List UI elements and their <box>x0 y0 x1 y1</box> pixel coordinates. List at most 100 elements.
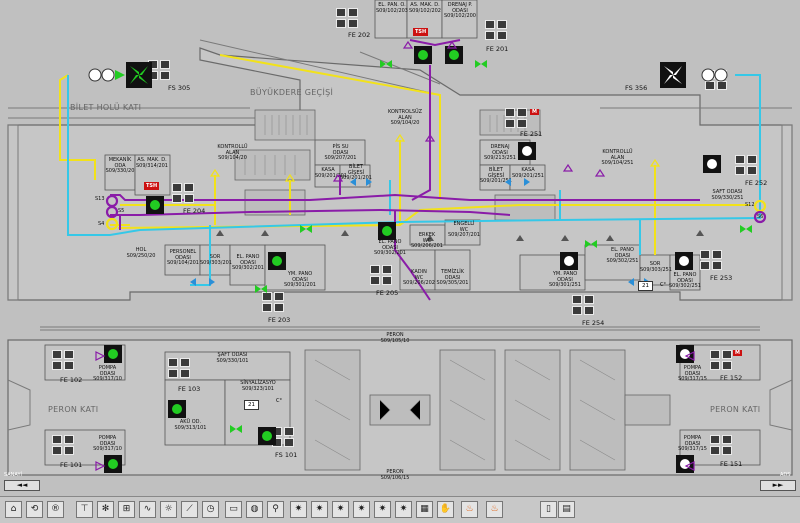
sensor-group-fe253[interactable] <box>700 250 724 272</box>
room-pompa-lb: POMPA ODASI S09/317/10 <box>93 435 122 452</box>
room-saft-left: ŞAFT ODASI S09/330/101 <box>216 352 249 364</box>
pump-icon[interactable]: ◍ <box>246 501 263 518</box>
room-drenaj-mid: DRENAJ ODASI S09/213/251 <box>484 144 516 161</box>
room-bilet-gisesi-left: BİLET GİŞESİ S09/201/201 <box>340 164 372 181</box>
fe-204-label: FE 204 <box>183 207 206 215</box>
sensor-group-fe252[interactable] <box>735 155 759 177</box>
escalator-icon[interactable]: ⟋ <box>181 501 198 518</box>
fan-b-icon[interactable]: ✷ <box>311 501 328 518</box>
bottom-toolbar: ⌂⟲®⊤✻⊞∿☼⟋◷▭◍⚲✷✷✷✷✷✷▦✋♨♨▯▤ <box>0 496 800 523</box>
room-peron-top: PERON S09/105/10 <box>380 332 410 344</box>
sensor-group-fe203[interactable] <box>262 292 286 314</box>
fe-201-label: FE 201 <box>486 45 509 53</box>
fs-356-label: FS 356 <box>625 84 648 92</box>
report-icon[interactable]: ▤ <box>558 501 575 518</box>
room-bilet-gisesi-right: BİLET GİŞESİ S09/201/251 <box>480 167 512 184</box>
room-temizlik: TEMİZLİK ODASI S09/305/201 <box>436 269 469 286</box>
room-kadin-wc: KADIN WC S09/206/202 <box>403 269 435 286</box>
fe-152-label: FE 152 <box>720 374 743 382</box>
sensor-group-fs356[interactable] <box>705 70 729 92</box>
temperature-readout-bottom: 21 <box>244 400 259 410</box>
reset-icon[interactable]: ⟲ <box>26 501 43 518</box>
room-kasa-right: KASA S09/201/251 <box>512 167 544 179</box>
peron-kati-left-label: PERON KATI <box>48 405 99 414</box>
room-kontrolsuz: KONTROLSÜZ ALAN S09/104/20 <box>387 109 423 126</box>
room-kasa-left: KASA S09/201/201 <box>315 167 347 179</box>
sensor-group-fe202[interactable] <box>336 8 360 30</box>
damper-s5-label: S5 <box>118 208 125 214</box>
scada-floor-plan: BİLET HOLÜ KATI BÜYÜKDERE GEÇİŞİ PERON K… <box>4 0 796 491</box>
fan-f-icon[interactable]: ✷ <box>395 501 412 518</box>
damper-s12-label: S12 <box>745 202 755 208</box>
fs-305-label: FS 305 <box>168 84 191 92</box>
sensor-group-fe151[interactable] <box>710 435 734 457</box>
sensor-group-fe201[interactable] <box>485 20 509 42</box>
room-el-pano-far-right: EL. PANO ODASI S09/302/251 <box>669 272 701 289</box>
sensor-group-fe204[interactable] <box>172 183 196 205</box>
nav-prev-button[interactable]: ◄◄ <box>4 480 40 491</box>
room-as-mak-left: AS. MAK. D. S09/314/201 <box>136 157 168 169</box>
tsh-alarm-top[interactable]: TSH <box>413 28 429 36</box>
damper-s4-label: S4 <box>98 221 105 227</box>
motor-alarm-fe251[interactable]: M <box>530 109 539 115</box>
window-icon[interactable]: ▭ <box>225 501 242 518</box>
fe-203-label: FE 203 <box>268 316 291 324</box>
hand-icon[interactable]: ✋ <box>437 501 454 518</box>
room-el-pano-top: EL. PAN. O. S09/102/203 <box>376 2 408 14</box>
valve-group-icon[interactable]: ⊤ <box>76 501 93 518</box>
reset-r-icon[interactable]: ® <box>47 501 64 518</box>
room-sor-right: SOR S09/303/251 <box>640 261 672 273</box>
sensor-group-fe254[interactable] <box>572 295 596 317</box>
room-saft-right: SAFT ODASI S09/330/251 <box>711 189 744 201</box>
sensor-group-fs101[interactable] <box>272 427 296 449</box>
room-sinyalizasyon: SİNYALİZASYO S09/323/101 <box>240 380 276 392</box>
room-pompa-rl: POMPA ODASI S09/317/15 <box>678 365 707 382</box>
lamp-icon[interactable]: ☼ <box>160 501 177 518</box>
flame-icon[interactable]: ♨ <box>461 501 478 518</box>
fe-101-label: FE 101 <box>60 461 83 469</box>
nav-left-station: SANAYİ <box>4 472 22 478</box>
fan-icon[interactable]: ✻ <box>97 501 114 518</box>
flame-double-icon[interactable]: ♨ <box>486 501 503 518</box>
room-el-pano-right: EL. PANO ODASI S09/302/251 <box>606 247 639 264</box>
panel-icon[interactable]: ▯ <box>540 501 557 518</box>
grid-icon[interactable]: ▦ <box>416 501 433 518</box>
room-engelli-wc: ENGELLİ WC S09/207/201 <box>448 221 480 238</box>
room-pis-su: PİS SU ODASI S09/207/201 <box>324 144 357 161</box>
buyukdere-label: BÜYÜKDERE GEÇİŞİ <box>250 88 334 97</box>
bilet-holu-label: BİLET HOLÜ KATI <box>70 103 142 112</box>
sprinkler-icon[interactable]: ⚲ <box>267 501 284 518</box>
room-kontrollu-left: KONTROLLÜ ALAN S09/104/20 <box>217 144 248 161</box>
sensor-group-fe152[interactable] <box>710 350 734 372</box>
sensor-group-fe102[interactable] <box>52 350 76 372</box>
tsh-alarm-left[interactable]: TSH <box>144 182 160 190</box>
sensor-group-fe251[interactable] <box>505 108 529 130</box>
fan-e-icon[interactable]: ✷ <box>374 501 391 518</box>
sensor-group-fe205[interactable] <box>370 265 394 287</box>
temperature-unit-mid: C° <box>660 282 666 288</box>
fe-205-label: FE 205 <box>376 289 399 297</box>
motor-alarm-fe152[interactable]: M <box>733 350 742 356</box>
sensor-group-fe101[interactable] <box>52 435 76 457</box>
fe-254-label: FE 254 <box>582 319 605 327</box>
room-sor-left: SOR S09/303/201 <box>200 254 232 266</box>
nav-next-button[interactable]: ►► <box>760 480 796 491</box>
room-el-pano-center: EL. PANO ODASI S09/302/201 <box>374 239 406 256</box>
sensor-group-fe103[interactable] <box>168 358 192 380</box>
fe-202-label: FE 202 <box>348 31 371 39</box>
room-hol: HOL S09/250/20 <box>126 247 156 259</box>
sensor-group-fs305[interactable] <box>148 60 172 82</box>
temperature-readout-mid: 21 <box>638 281 653 291</box>
room-el-pano-mid-left: EL. PANO ODASI S09/302/201 <box>232 254 264 271</box>
fan-c-icon[interactable]: ✷ <box>332 501 349 518</box>
damper-s6-label: S6 <box>757 214 764 220</box>
fan-d-icon[interactable]: ✷ <box>353 501 370 518</box>
curve-icon[interactable]: ∿ <box>139 501 156 518</box>
gauge-icon[interactable]: ◷ <box>202 501 219 518</box>
room-aku: AKÜ OD. S09/313/101 <box>174 419 207 431</box>
room-as-mak-top: AS. MAK. D. S09/102/202 <box>409 2 441 14</box>
fan-a-icon[interactable]: ✷ <box>290 501 307 518</box>
diagram-icon[interactable]: ⊞ <box>118 501 135 518</box>
fe-251-label: FE 251 <box>520 130 543 138</box>
home-icon[interactable]: ⌂ <box>5 501 22 518</box>
